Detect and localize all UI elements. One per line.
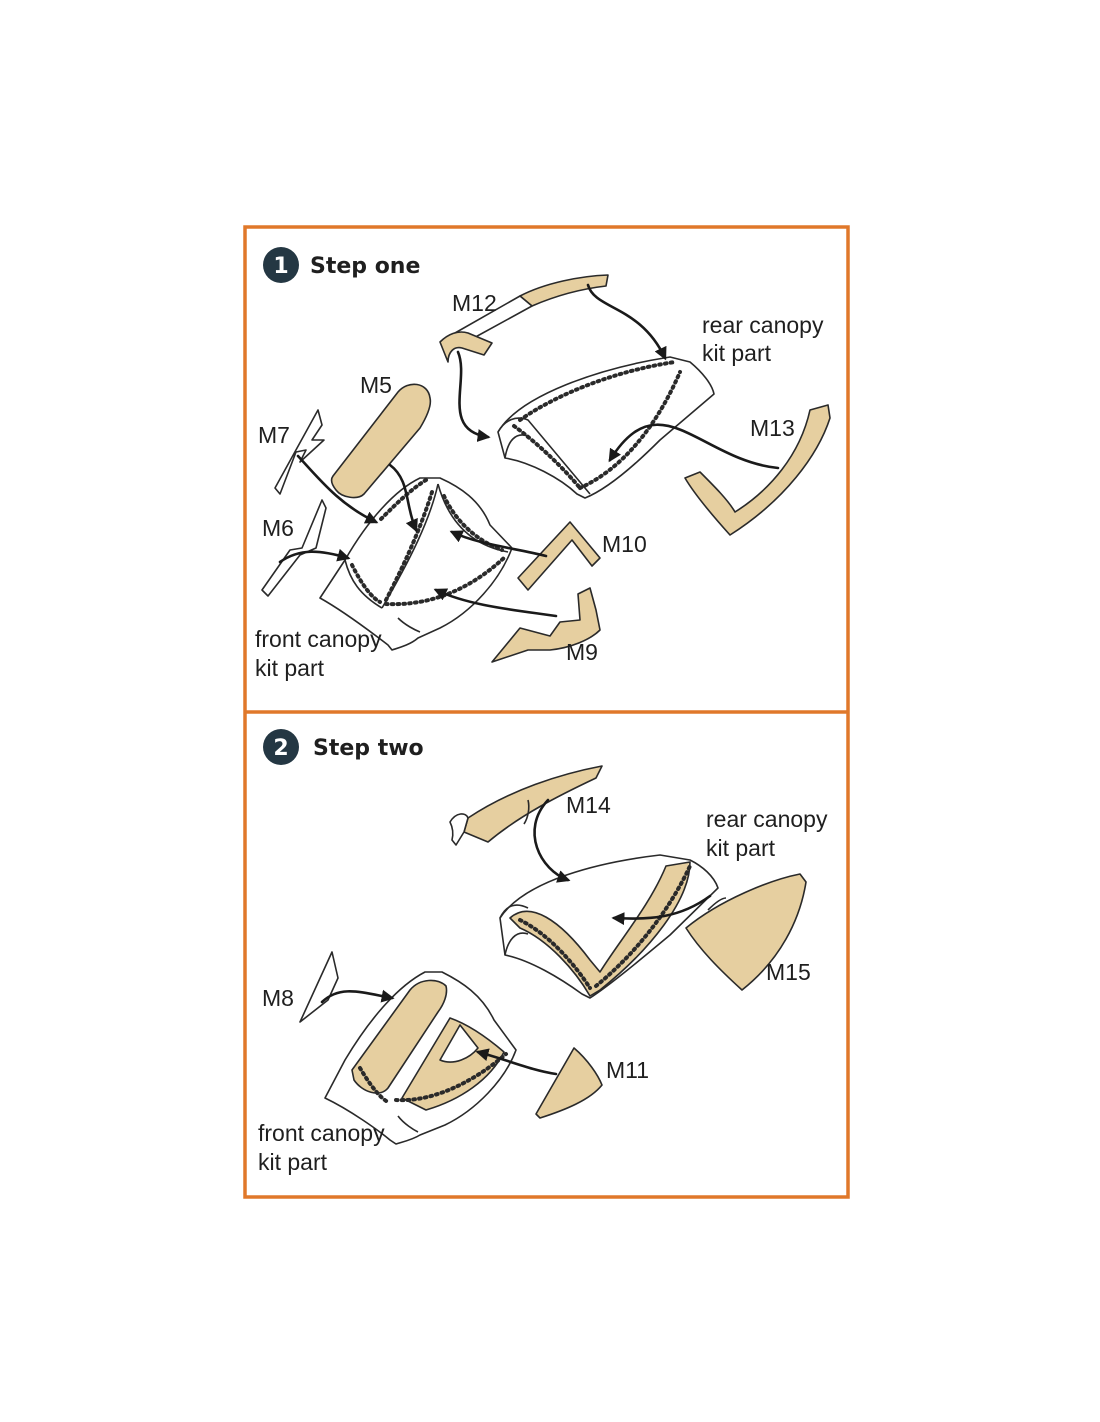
step-one-badge bbox=[263, 247, 299, 283]
label-m5: M5 bbox=[360, 372, 392, 398]
step-two-labels: M14 rear canopy kit part M15 M8 M11 fron… bbox=[258, 792, 828, 1175]
label-m9: M9 bbox=[566, 639, 598, 665]
m15-part bbox=[685, 873, 807, 991]
m7-part bbox=[274, 409, 325, 495]
m8-part bbox=[299, 951, 339, 1023]
label-rear-canopy-line2-2: kit part bbox=[706, 835, 776, 861]
label-front-canopy-line1: front canopy bbox=[255, 626, 382, 652]
label-m11: M11 bbox=[606, 1057, 649, 1083]
m12-parts bbox=[439, 274, 609, 363]
step-two-header: 2 Step two bbox=[263, 729, 424, 765]
label-front-canopy-line1-2: front canopy bbox=[258, 1120, 385, 1146]
m9-part bbox=[491, 587, 601, 663]
m11-part bbox=[535, 1047, 603, 1119]
label-front-canopy-line2: kit part bbox=[255, 655, 325, 681]
step-two-number: 2 bbox=[273, 736, 288, 761]
label-m14: M14 bbox=[566, 792, 611, 818]
label-rear-canopy-line1-2: rear canopy bbox=[706, 806, 828, 832]
label-rear-canopy-line1: rear canopy bbox=[702, 312, 824, 338]
label-m8: M8 bbox=[262, 985, 294, 1011]
front-canopy-kit-part bbox=[319, 477, 513, 651]
step-one-panel: 1 Step one bbox=[255, 247, 831, 681]
label-m6: M6 bbox=[262, 515, 294, 541]
label-m7: M7 bbox=[258, 422, 290, 448]
label-m15: M15 bbox=[766, 959, 811, 985]
step-two-arrows bbox=[320, 798, 712, 1076]
step-two-badge bbox=[263, 729, 299, 765]
front-canopy-kit-part-2 bbox=[324, 971, 517, 1145]
m13-part bbox=[684, 404, 831, 536]
rear-canopy-kit-part-2 bbox=[499, 854, 719, 999]
step-two-panel: 2 Step two bbox=[258, 729, 828, 1175]
step-one-title: Step one bbox=[310, 254, 420, 279]
label-m10: M10 bbox=[602, 531, 647, 557]
step-one-labels: M12 rear canopy kit part M5 M7 M13 M6 M1… bbox=[255, 290, 824, 681]
label-rear-canopy-line2: kit part bbox=[702, 340, 772, 366]
step-one-number: 1 bbox=[273, 254, 288, 279]
step-one-arrows bbox=[278, 283, 780, 618]
step-two-title: Step two bbox=[313, 736, 424, 761]
step-one-header: 1 Step one bbox=[263, 247, 420, 283]
m6-part bbox=[261, 499, 327, 597]
m10-part bbox=[517, 521, 601, 591]
label-m12: M12 bbox=[452, 290, 497, 316]
m15-detail bbox=[707, 897, 727, 911]
label-m13: M13 bbox=[750, 415, 795, 441]
rear-canopy-kit-part bbox=[497, 356, 715, 499]
frame bbox=[243, 225, 850, 1199]
label-front-canopy-line2-2: kit part bbox=[258, 1149, 328, 1175]
m5-part bbox=[330, 383, 432, 499]
m14-part bbox=[449, 765, 603, 846]
